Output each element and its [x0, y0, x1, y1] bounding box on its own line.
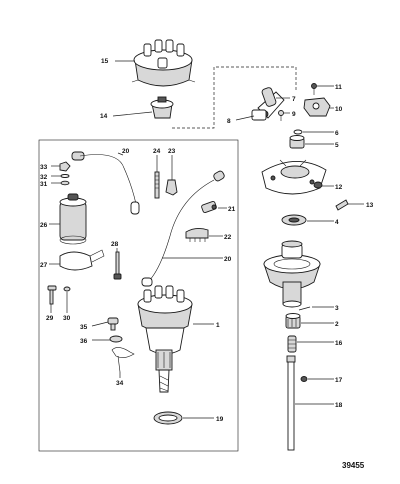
- callout-36: 36: [80, 338, 88, 345]
- callout-29: 29: [46, 315, 54, 322]
- callout-22: 22: [224, 234, 232, 241]
- distributor-cap-top: [131, 39, 196, 87]
- coil-bracket-27: [59, 249, 105, 271]
- callout-18: 18: [335, 402, 343, 409]
- coil-wire-middle: [141, 170, 225, 287]
- washer-31: [60, 180, 70, 186]
- callout-19: 19: [216, 416, 224, 423]
- callout-23: 23: [168, 148, 176, 155]
- oil-seal-4: [281, 214, 307, 226]
- ignition-coil: [59, 193, 87, 245]
- callout-7: 7: [292, 96, 296, 103]
- callout-20-middle: 20: [224, 256, 232, 263]
- retainer-ring-6: [293, 129, 303, 135]
- breaker-plate: [261, 159, 327, 195]
- callout-28: 28: [111, 241, 119, 248]
- callout-30: 30: [63, 315, 71, 322]
- callout-32: 32: [40, 174, 48, 181]
- bushing-5: [289, 135, 305, 149]
- spring-pin-13: [335, 199, 349, 211]
- distributor-assembly: [137, 285, 193, 393]
- wire-separator-22: [185, 227, 209, 242]
- washer-36: [109, 335, 123, 343]
- callout-21: 21: [228, 206, 236, 213]
- clip-17: [300, 376, 308, 382]
- ignition-module: [251, 87, 285, 121]
- callout-11: 11: [335, 84, 342, 91]
- callout-26: 26: [40, 222, 48, 229]
- callout-4: 4: [335, 219, 339, 226]
- coil-wire-top: [71, 151, 140, 215]
- drive-shaft-18: [286, 355, 296, 451]
- kit-enclosure-box: [38, 139, 239, 452]
- o-ring-19: [153, 411, 183, 425]
- callout-35: 35: [80, 324, 88, 331]
- rotor: [150, 96, 174, 119]
- callout-20-top: 20: [122, 148, 130, 155]
- figure-number: 39455: [342, 461, 365, 470]
- callout-16: 16: [335, 340, 343, 347]
- screw-11: [311, 83, 317, 95]
- callout-8: 8: [227, 118, 231, 125]
- callout-13: 13: [366, 202, 374, 209]
- washer-32: [60, 174, 70, 178]
- callout-2: 2: [335, 321, 339, 328]
- hold-down-clamp-34: [111, 347, 135, 373]
- callout-6: 6: [335, 130, 339, 137]
- washer-30: [63, 286, 71, 292]
- bolt-35: [107, 317, 119, 331]
- weight-12: [313, 181, 323, 189]
- callout-5: 5: [335, 142, 339, 149]
- clip-23: [165, 179, 178, 196]
- dashed-group-line: [172, 66, 297, 129]
- callout-33: 33: [40, 164, 48, 171]
- callout-1: 1: [216, 322, 220, 329]
- connector-21: [201, 200, 217, 214]
- callout-10: 10: [335, 106, 343, 113]
- callout-3: 3: [335, 305, 339, 312]
- callout-17: 17: [335, 377, 343, 384]
- bolt-28: [113, 251, 122, 280]
- stud-24: [154, 171, 160, 199]
- distributor-housing: [263, 240, 321, 308]
- coupler-16: [287, 335, 297, 353]
- nut-33: [59, 161, 71, 172]
- callout-15: 15: [101, 58, 109, 65]
- callout-31: 31: [40, 181, 48, 188]
- callout-9: 9: [292, 111, 296, 118]
- callout-24: 24: [153, 148, 161, 155]
- callout-27: 27: [40, 262, 48, 269]
- drive-gear-2: [285, 313, 301, 329]
- bracket-10: [303, 97, 331, 117]
- callout-34: 34: [116, 380, 124, 387]
- callout-14: 14: [100, 113, 108, 120]
- callout-12: 12: [335, 184, 343, 191]
- pin-3: [298, 306, 311, 311]
- screw-29: [47, 285, 57, 305]
- screw-9: [278, 110, 284, 121]
